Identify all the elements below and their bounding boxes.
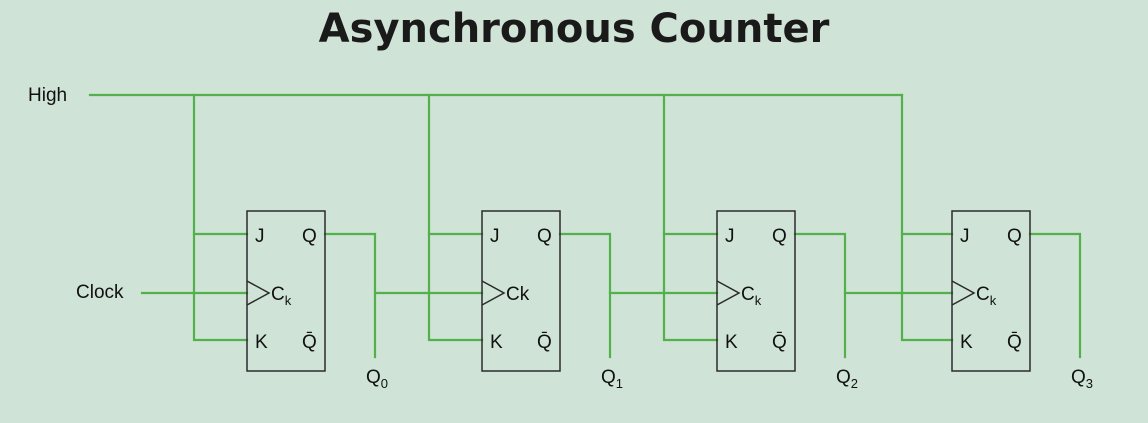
ff1-jk-bus-wire: [427, 93, 484, 342]
output-q2-label: Q2: [836, 367, 858, 391]
flipflop-1-ck-pin: Ck: [506, 284, 530, 305]
flipflop-0-ck-pin: Ck: [271, 284, 292, 308]
flipflop-2-ck-pin: Ck: [741, 284, 762, 308]
flipflop-2-box: [716, 210, 796, 372]
ff1-q-output-wire: [558, 232, 612, 359]
ff2-q-output-wire: [793, 232, 847, 359]
ff3-jk-bus-wire: [900, 93, 954, 342]
flipflop-1-k-pin: K: [490, 332, 503, 353]
flipflop-0-box: [246, 210, 326, 372]
flipflop-0-k-pin: K: [255, 332, 268, 353]
flipflop-3-ck-pin: Ck: [976, 284, 997, 308]
flipflop-2-k-pin: K: [725, 332, 738, 353]
flipflop-3-clock-triangle: [951, 280, 976, 306]
output-q0-label: Q0: [366, 367, 388, 391]
flipflop-3-j-pin: J: [960, 226, 970, 247]
flipflop-0-clock-triangle: [246, 280, 271, 306]
ff3-q-output-wire: [1028, 232, 1082, 359]
flipflop-0-q-pin: Q: [302, 226, 317, 247]
flipflop-1-q-pin: Q: [537, 226, 552, 247]
ff0-q-output-wire: [323, 232, 377, 359]
flipflop-3-qbar-pin: Q̄: [1007, 332, 1022, 353]
flipflop-3-box: [951, 210, 1031, 372]
flipflop-2-qbar-pin: Q̄: [772, 332, 787, 353]
labels-layer: High Clock: [28, 85, 124, 303]
wires-layer: [88, 93, 1082, 359]
ff0-jk-bus-wire: [192, 93, 249, 342]
high-input-label: High: [28, 85, 67, 106]
flipflop-3-q-pin: Q: [1007, 226, 1022, 247]
flipflop-1-qbar-pin: Q̄: [537, 332, 552, 353]
flipflop-1-j-pin: J: [490, 226, 500, 247]
flipflop-0-qbar-pin: Q̄: [302, 332, 317, 353]
flipflop-2-q-pin: Q: [772, 226, 787, 247]
flipflop-3-k-pin: K: [960, 332, 973, 353]
output-q3-label: Q3: [1071, 367, 1093, 391]
flipflop-2-j-pin: J: [725, 226, 735, 247]
flipflop-2-clock-triangle: [716, 280, 741, 306]
output-q1-label: Q1: [601, 367, 623, 391]
flipflop-1-box: [481, 210, 561, 372]
ff2-jk-bus-wire: [662, 93, 719, 342]
diagram-title: Asynchronous Counter: [318, 6, 830, 52]
flipflop-0-j-pin: J: [255, 226, 265, 247]
flipflop-1-clock-triangle: [481, 280, 506, 306]
clock-input-label: Clock: [76, 282, 124, 303]
